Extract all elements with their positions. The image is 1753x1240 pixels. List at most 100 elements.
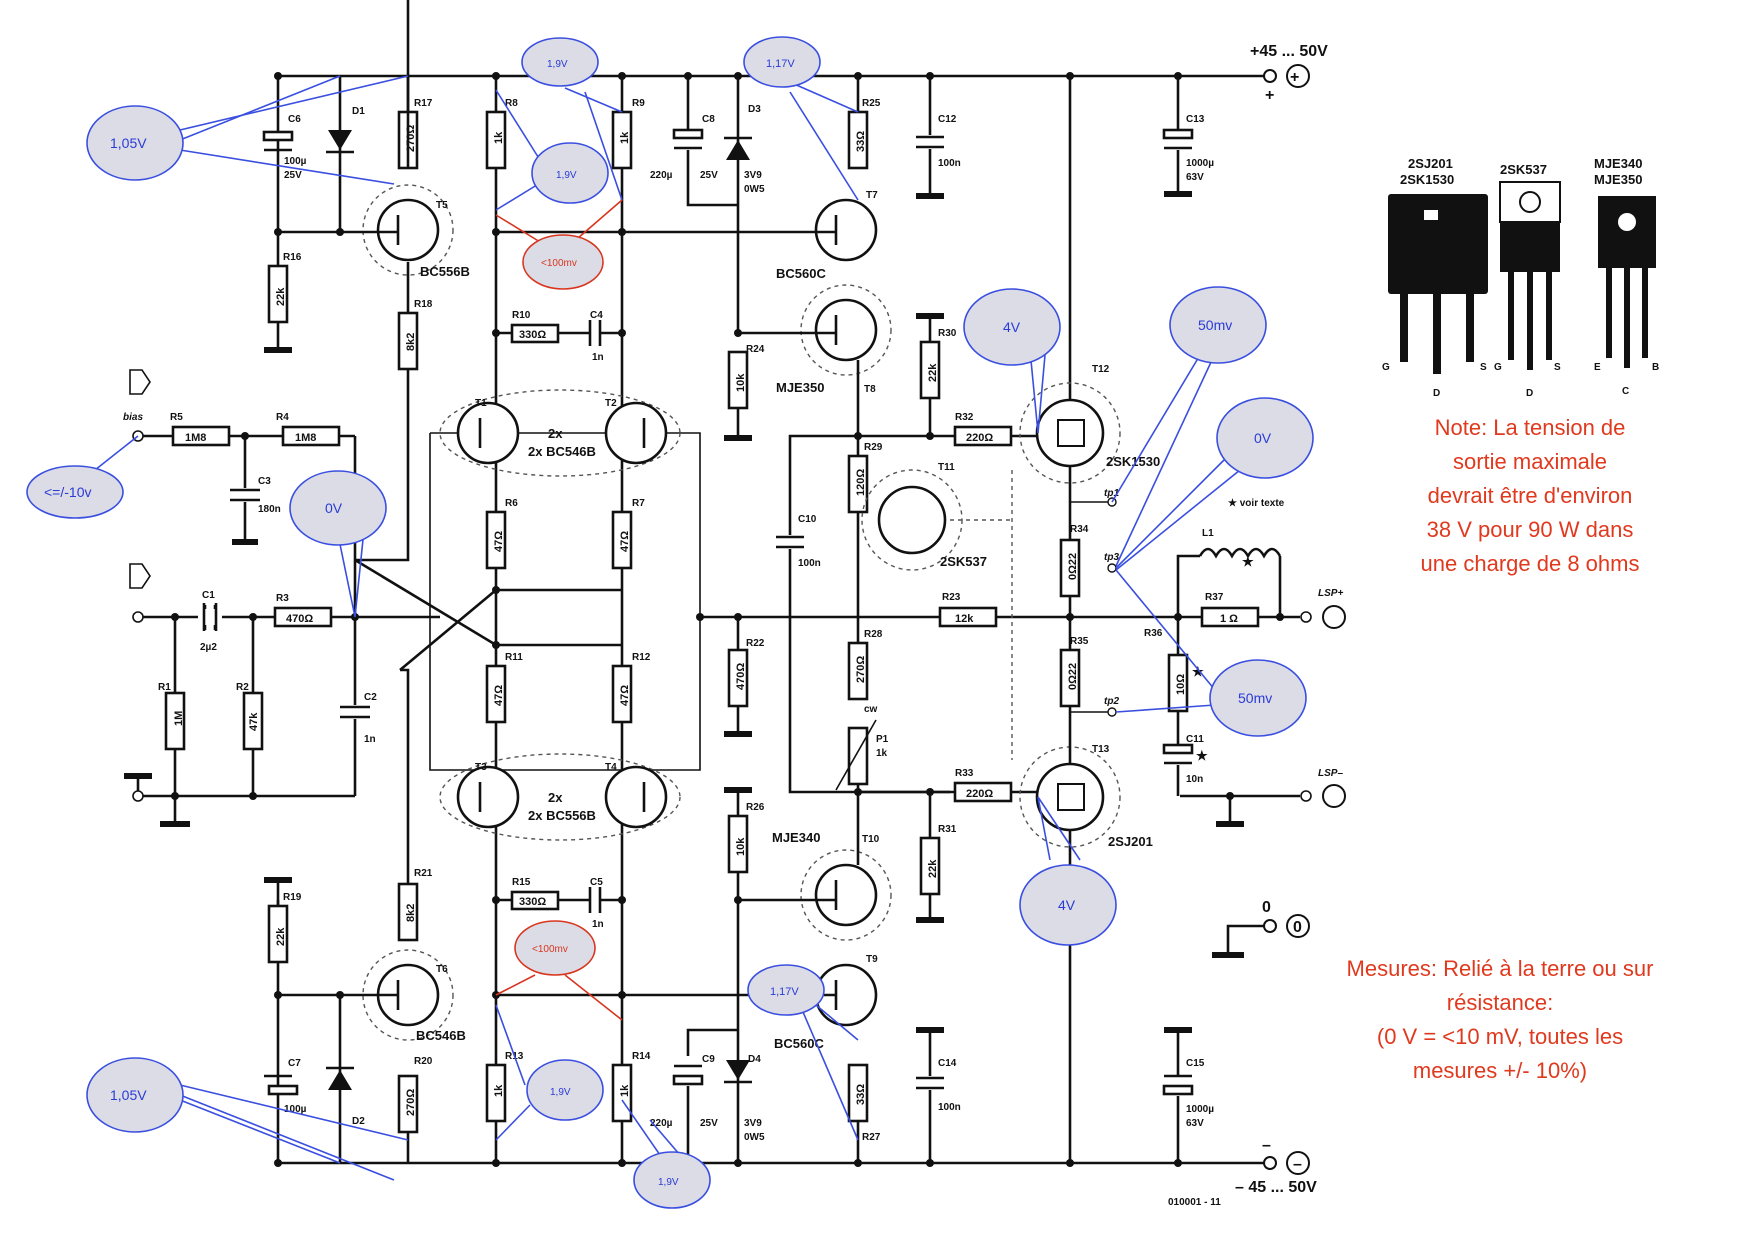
svg-text:8k2: 8k2 — [405, 904, 417, 922]
svg-text:R1: R1 — [158, 682, 171, 693]
svg-text:1000µ: 1000µ — [1186, 1104, 1214, 1115]
svg-text:R24: R24 — [746, 344, 765, 355]
svg-text:10k: 10k — [735, 373, 747, 392]
svg-text:47Ω: 47Ω — [619, 531, 631, 552]
l1-label: L1 — [1202, 528, 1214, 539]
bubble-output-0v: 0V — [1254, 430, 1272, 446]
svg-text:330Ω: 330Ω — [519, 329, 546, 341]
positive-supply-label: +45 ... 50V — [1250, 43, 1328, 60]
note-line-2: sortie maximale — [1453, 449, 1607, 474]
svg-text:R8: R8 — [505, 98, 518, 109]
svg-text:T13: T13 — [1092, 744, 1110, 755]
bubble-100mv-top: <100mv — [541, 258, 577, 269]
svg-text:R25: R25 — [862, 98, 881, 109]
svg-text:3V9: 3V9 — [744, 170, 762, 181]
svg-text:R36: R36 — [1144, 628, 1163, 639]
svg-text:180n: 180n — [258, 504, 281, 515]
svg-text:0: 0 — [1293, 919, 1302, 936]
svg-text:22k: 22k — [927, 363, 939, 382]
current-sources: C6 100µ 25V 22k R16 D1 270Ω R17 T5 BC556… — [262, 0, 470, 1167]
svg-text:R26: R26 — [746, 802, 765, 813]
svg-text:T1: T1 — [475, 398, 487, 409]
svg-text:270Ω: 270Ω — [855, 656, 867, 683]
svg-text:R31: R31 — [938, 824, 957, 835]
t7-type: BC560C — [776, 266, 826, 281]
svg-text:C4: C4 — [590, 310, 603, 321]
output-voltage-note: Note: La tension de sortie maximale devr… — [1421, 415, 1640, 576]
svg-text:10n: 10n — [1186, 774, 1203, 785]
svg-text:T11: T11 — [938, 462, 955, 473]
svg-text:R10: R10 — [512, 310, 531, 321]
svg-text:+: + — [1265, 87, 1274, 104]
svg-text:R18: R18 — [414, 299, 433, 310]
svg-text:470Ω: 470Ω — [286, 613, 313, 625]
svg-text:1k: 1k — [619, 131, 631, 144]
note-line-1: Note: La tension de — [1435, 415, 1626, 440]
bubble-100mv-bottom: <100mv — [532, 944, 568, 955]
svg-text:T5: T5 — [436, 200, 448, 211]
svg-text:D1: D1 — [352, 106, 365, 117]
bubble-105-top: 1,05V — [110, 135, 147, 151]
note-line-5: une charge de 8 ohms — [1421, 551, 1640, 576]
svg-text:R34: R34 — [1070, 524, 1089, 535]
t8-type: MJE350 — [776, 380, 824, 395]
svg-text:1k: 1k — [619, 1084, 631, 1097]
svg-text:tp3: tp3 — [1104, 552, 1119, 563]
svg-text:D2: D2 — [352, 1116, 365, 1127]
mesures-line-1: Mesures: Relié à la terre ou sur — [1347, 956, 1654, 981]
svg-text:2x: 2x — [548, 790, 563, 805]
svg-text:220µ: 220µ — [650, 170, 673, 181]
svg-text:T9: T9 — [866, 954, 878, 965]
svg-text:R6: R6 — [505, 498, 518, 509]
svg-text:220Ω: 220Ω — [966, 788, 993, 800]
bubble-input-0v: 0V — [325, 500, 343, 516]
measurement-annotations: 1,05V 1,05V <=/-10v 0V 1,9V 1,9V <100mv — [26, 36, 1314, 1209]
svg-text:3V9: 3V9 — [744, 1118, 762, 1129]
svg-text:R23: R23 — [942, 592, 961, 603]
bubble-19-d: 1,9V — [658, 1177, 679, 1188]
t12-type: 2SK1530 — [1106, 454, 1160, 469]
note-line-4: 38 V pour 90 W dans — [1427, 517, 1634, 542]
svg-text:D: D — [1433, 388, 1440, 399]
svg-text:R15: R15 — [512, 877, 531, 888]
note-line-3: devrait être d'environ — [1428, 483, 1633, 508]
svg-text:100µ: 100µ — [284, 156, 307, 167]
svg-text:C11: C11 — [1186, 734, 1204, 745]
bubble-117-top: 1,17V — [766, 58, 795, 70]
bubble-117-bottom: 1,17V — [770, 986, 799, 998]
t1t2-type: 2x BC546B — [528, 444, 596, 459]
svg-text:T8: T8 — [864, 384, 876, 395]
svg-text:+: + — [1290, 69, 1299, 86]
svg-text:1 Ω: 1 Ω — [1220, 613, 1238, 625]
svg-text:33Ω: 33Ω — [855, 131, 867, 152]
svg-text:25V: 25V — [700, 1118, 718, 1129]
svg-text:–: – — [1262, 1137, 1271, 1154]
svg-text:T12: T12 — [1092, 364, 1110, 375]
svg-text:C2: C2 — [364, 692, 377, 703]
svg-text:R17: R17 — [414, 98, 433, 109]
svg-text:100µ: 100µ — [284, 1104, 307, 1115]
t3t4-type: 2x BC556B — [528, 808, 596, 823]
svg-text:100n: 100n — [938, 158, 961, 169]
svg-text:100n: 100n — [798, 558, 821, 569]
svg-text:D: D — [1526, 388, 1533, 399]
svg-text:C: C — [1622, 386, 1629, 397]
p1-value: 1k — [876, 748, 888, 759]
svg-text:1M: 1M — [173, 711, 185, 726]
svg-text:12k: 12k — [955, 613, 974, 625]
bubble-19-c: 1,9V — [550, 1087, 571, 1098]
svg-text:25V: 25V — [284, 170, 302, 181]
ground-terminal-label: 0 — [1262, 899, 1271, 916]
svg-text:470Ω: 470Ω — [735, 663, 747, 690]
svg-text:1n: 1n — [592, 919, 604, 930]
svg-text:C12: C12 — [938, 114, 957, 125]
svg-text:P1: P1 — [876, 734, 889, 745]
svg-text:C6: C6 — [288, 114, 301, 125]
svg-text:C15: C15 — [1186, 1058, 1205, 1069]
svg-text:10k: 10k — [735, 837, 747, 856]
svg-text:E: E — [1594, 362, 1601, 373]
svg-text:D3: D3 — [748, 104, 761, 115]
svg-text:–: – — [1293, 1156, 1302, 1173]
t5-type: BC556B — [420, 264, 470, 279]
